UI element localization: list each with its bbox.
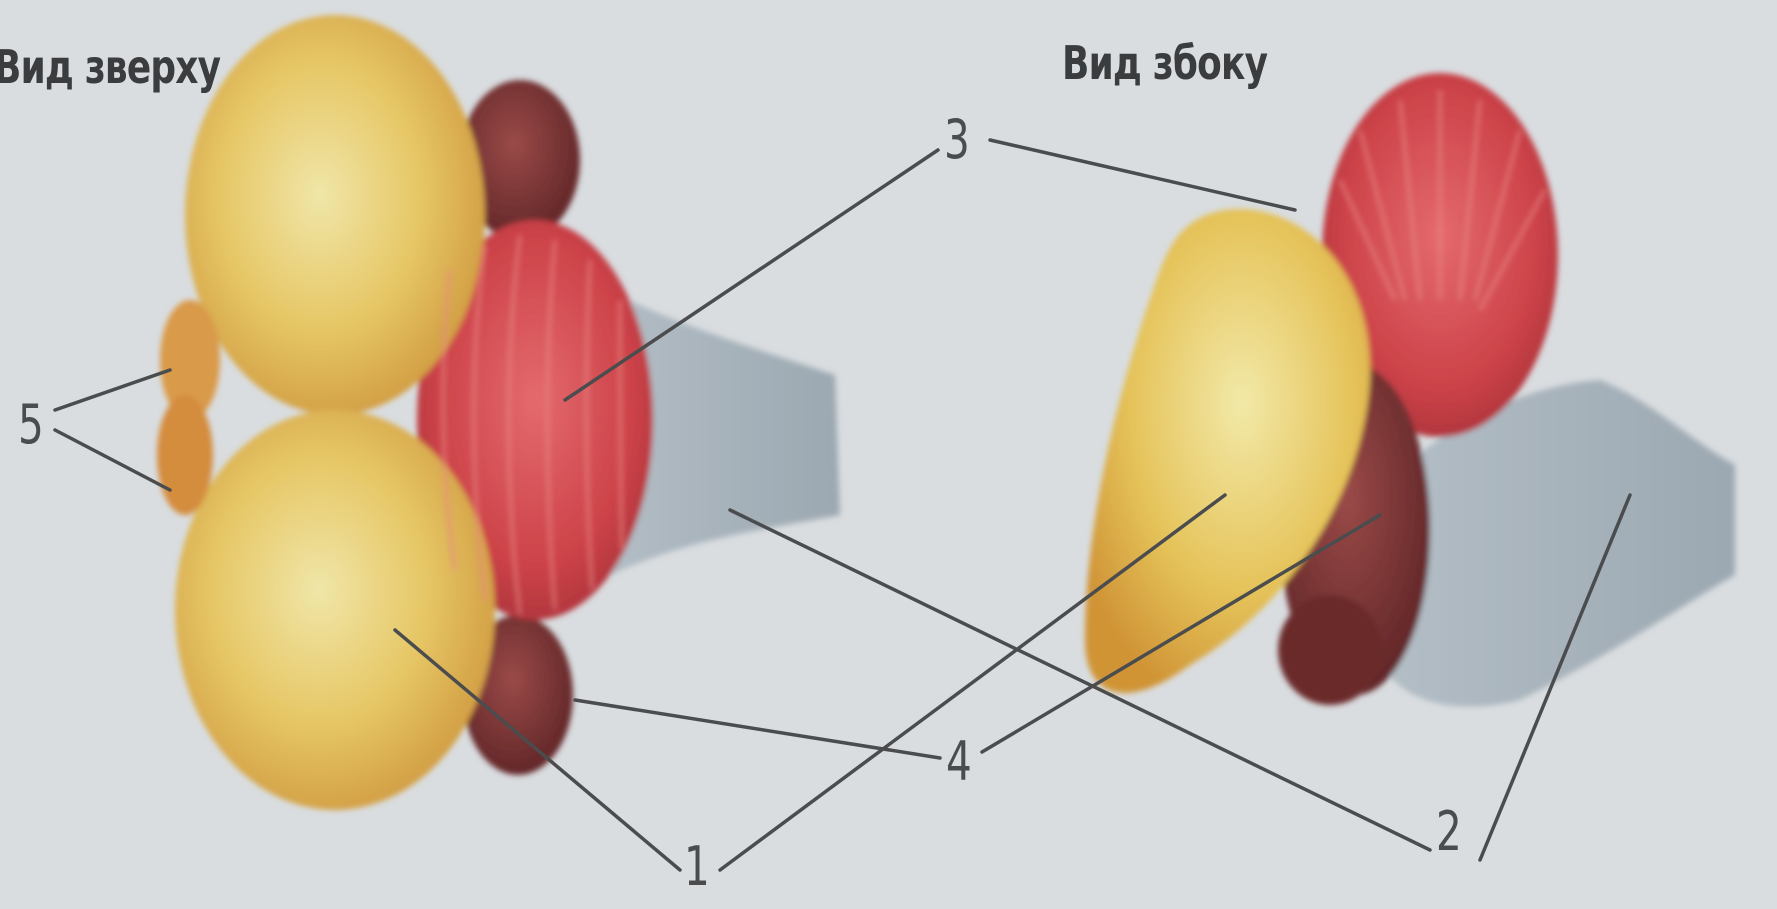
top-hemisphere-lower (175, 410, 495, 810)
leader-5-upper (55, 370, 170, 410)
top-view-group (157, 15, 840, 810)
top-view-title: Вид зверху (0, 40, 220, 94)
callout-4: 4 (946, 730, 972, 793)
top-olfactory-lower (157, 395, 213, 515)
leader-5-lower (55, 430, 170, 490)
leader-3-side-view (990, 140, 1295, 210)
side-view-title: Вид збоку (1062, 36, 1267, 90)
callout-5: 5 (18, 393, 44, 456)
callout-1: 1 (684, 835, 710, 898)
side-view-group (1085, 73, 1735, 707)
side-brainstem-lower (1278, 595, 1382, 705)
callout-2: 2 (1436, 800, 1462, 863)
top-hemisphere-upper (185, 15, 485, 415)
callout-3: 3 (944, 108, 970, 171)
